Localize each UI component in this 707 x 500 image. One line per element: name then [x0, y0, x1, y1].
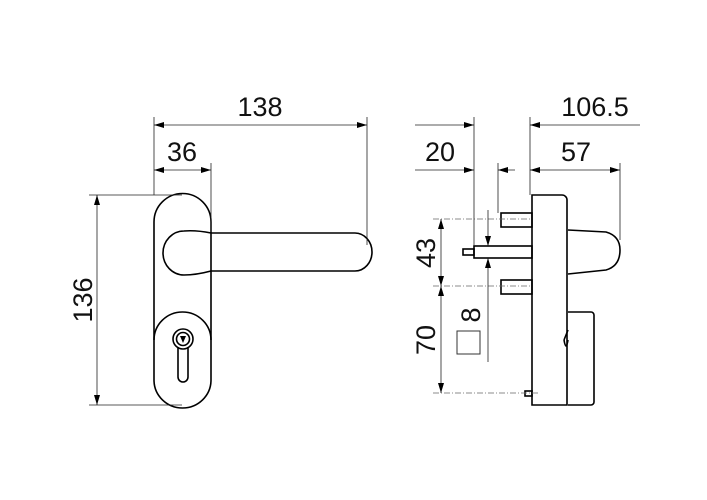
- side-backplate: [531, 194, 568, 406]
- dim-plate-height: 136: [68, 277, 98, 322]
- spindle-square-section: [456, 330, 481, 355]
- dim-screw-to-bottom: 70: [411, 325, 441, 355]
- lever-handle: [162, 229, 373, 276]
- dim-spindle-projection: 20: [425, 137, 455, 167]
- escutcheon-outline: [153, 311, 212, 341]
- dim-handle-projection: 57: [561, 137, 591, 167]
- cylinder-lock-icon: [172, 328, 194, 383]
- dim-spindle-square: 8: [456, 307, 486, 322]
- front-view: 138 36 136: [68, 92, 373, 409]
- dim-plate-width: 36: [167, 137, 197, 167]
- lower-screw: [500, 279, 533, 295]
- upper-screw: [500, 212, 533, 228]
- side-lower-housing: [568, 311, 595, 406]
- dim-overall-depth: 106.5: [561, 92, 629, 122]
- spindle: [473, 245, 533, 259]
- side-view: 106.5 20 57 43 70 8: [411, 92, 640, 406]
- dim-spindle-to-screw: 43: [411, 238, 441, 268]
- backplate: [153, 192, 212, 409]
- dim-overall-length: 138: [237, 92, 282, 122]
- side-handle-stub: [567, 229, 621, 275]
